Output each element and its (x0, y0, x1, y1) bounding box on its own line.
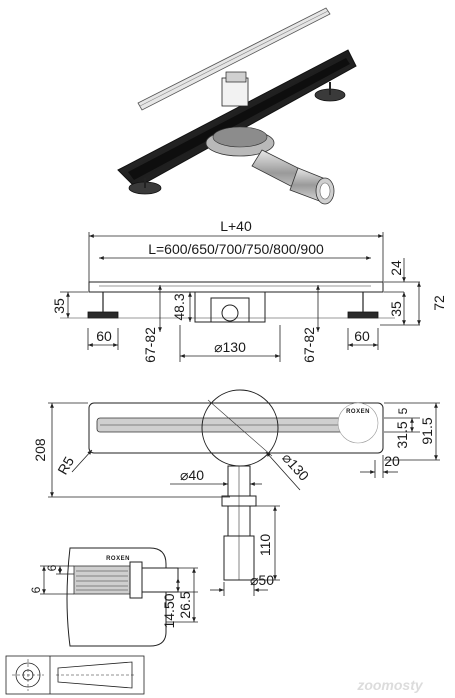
dim-left-height: 35 (51, 298, 67, 314)
dim-plan-radius: R5 (54, 454, 77, 478)
dim-adjust-right: 67-82 (301, 327, 317, 363)
dim-section-gap-a: 6 (29, 586, 43, 593)
dim-outlet-diameter: ⌀130 (214, 339, 246, 355)
dim-plan-flange: ⌀130 (279, 449, 312, 483)
dim-foot-left: 60 (96, 328, 112, 344)
front-elevation-view: L+40 L=600/650/700/750/800/900 24 35 72 … (51, 218, 447, 363)
plan-view: ROXEN 208 R5 ⌀130 ⌀40 20 5 (32, 389, 440, 596)
dim-bottom-right: 35 (388, 301, 404, 317)
product-3d-render (117, 7, 357, 205)
grate-bar (137, 7, 331, 111)
watermark: zoomosty (356, 677, 424, 693)
dim-grate-width: 31.5 (394, 421, 410, 448)
dim-small-offset: 5 (396, 407, 410, 414)
dim-section-gap-b: 6 (45, 564, 59, 571)
dim-end-offset: 20 (384, 453, 400, 469)
plan-brand-logo: ROXEN (346, 409, 370, 415)
dim-section-depth-b: 26.5 (177, 591, 193, 618)
dim-pipe-outlet: ⌀50 (250, 572, 274, 588)
dim-outlet-height: 48.3 (171, 293, 187, 320)
dim-height-right: 24 (388, 260, 404, 276)
siphon-box (221, 77, 249, 107)
dim-total-height: 72 (431, 295, 447, 311)
dim-pipe-length: 110 (257, 534, 273, 557)
dim-overall-length: L+40 (220, 218, 252, 234)
dim-plan-width: 208 (32, 438, 48, 462)
section-outline (66, 547, 167, 647)
dim-length-options: L=600/650/700/750/800/900 (148, 241, 324, 257)
dim-section-depth-a: 14.50 (161, 593, 177, 628)
section-brand-logo: ROXEN (106, 556, 130, 562)
projection-symbol (5, 655, 145, 695)
dim-adjust-left: 67-82 (142, 327, 158, 363)
section-detail-view: ROXEN 6 6 14.50 26.5 (29, 547, 198, 647)
dim-plan-pipe: ⌀40 (180, 467, 204, 483)
dim-total-width: 91.5 (419, 417, 435, 444)
dim-foot-right: 60 (354, 328, 370, 344)
channel-profile (88, 281, 384, 293)
